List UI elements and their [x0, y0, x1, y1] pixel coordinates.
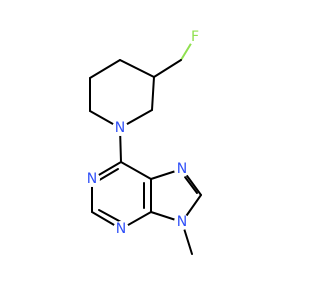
molecule-diagram: F N N N N N [84, 29, 203, 255]
label-bg-n9 [174, 214, 190, 230]
atom-n-piperidine: N [115, 120, 125, 136]
label-bg-n7 [174, 161, 190, 177]
bond-c2-n3-double [98, 209, 122, 223]
label-bg-n-piperidine [112, 120, 128, 136]
atom-f: F [191, 29, 199, 45]
label-bg-f [187, 29, 203, 45]
label-bg-n1 [84, 171, 100, 187]
atom-n3: N [116, 221, 126, 237]
label-bg-n3 [113, 221, 129, 237]
atom-labels: F N N N N N [84, 29, 203, 237]
bond-c4-c5 [89, 59, 121, 79]
bond-c3-c4 [119, 59, 155, 78]
bond-ch2-c3 [153, 59, 182, 78]
atom-n9: N [177, 214, 187, 230]
bond-c2-c3 [151, 76, 155, 111]
bond-c6-c5 [120, 161, 152, 180]
atom-n7: N [177, 161, 187, 177]
bond-n7-c8-double [184, 176, 198, 194]
atom-n1: N [87, 171, 97, 187]
